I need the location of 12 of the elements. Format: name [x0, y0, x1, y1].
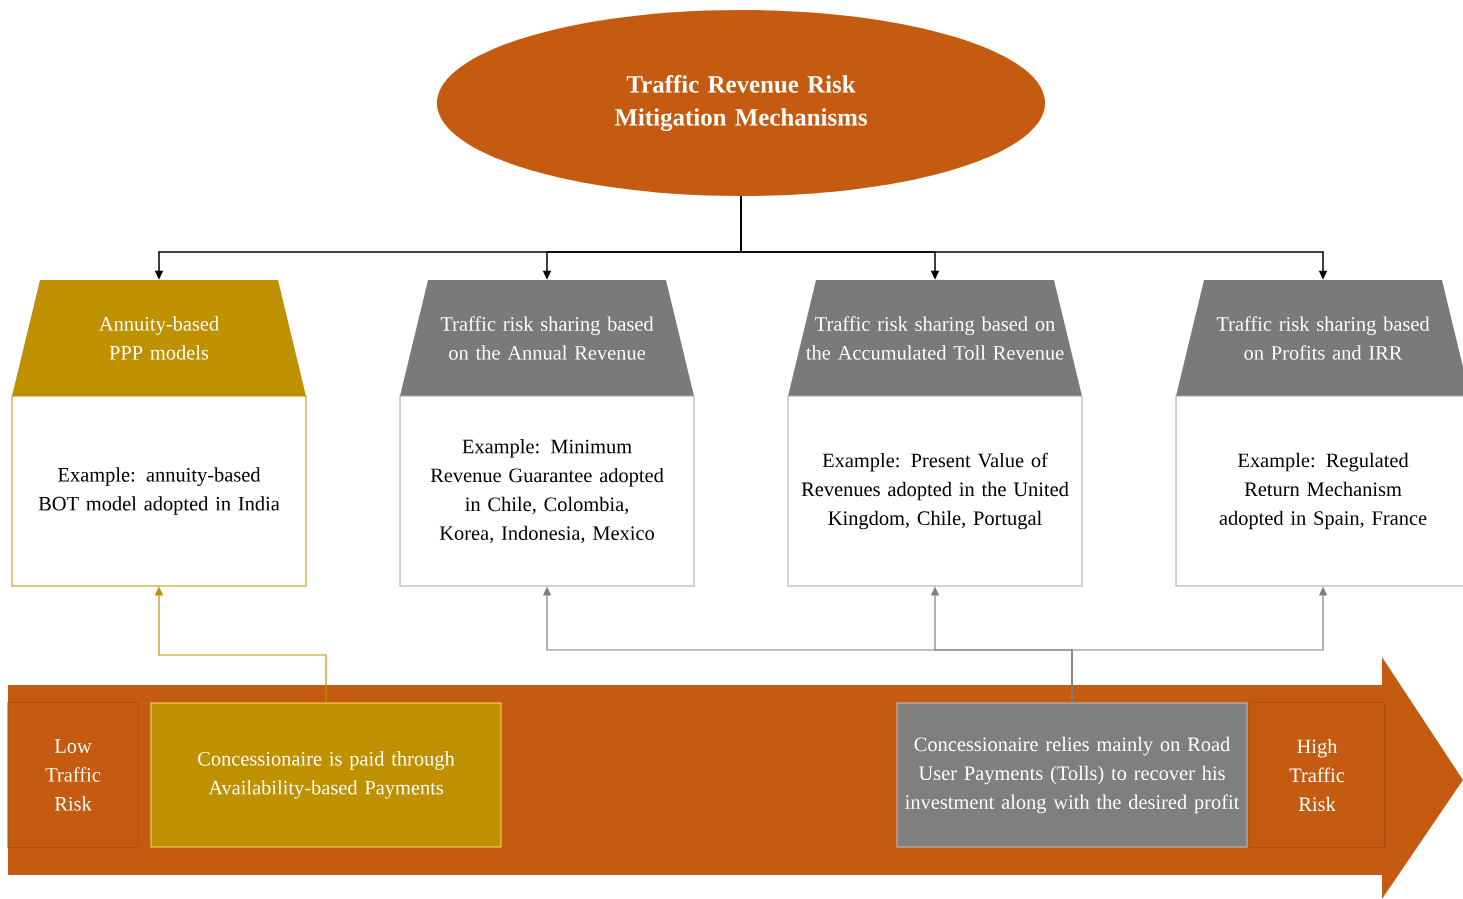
- example-box: Example: Regulated Return Mechanism adopted in Spain, France: [1175, 395, 1463, 587]
- example-box: Example: Present Value of Revenues adopted in the United Kingdom, Chile, Portugal: [787, 395, 1083, 587]
- payment-box: Concessionaire relies mainly on Road User Payments (Tolls) to recover his investment along with the desired profit: [896, 702, 1248, 848]
- header-trapezoid: Annuity-based PPP models: [12, 280, 306, 396]
- example-box: Example: Minimum Revenue Guarantee adopted in Chile, Colombia, Korea, Indonesia, Mexico: [399, 395, 695, 587]
- header-trapezoid: Traffic risk sharing based on Profits and IRR: [1176, 280, 1463, 396]
- payment-box: Concessionaire is paid through Availability-based Payments: [150, 702, 502, 848]
- risk-level-box: High Traffic Risk: [1249, 702, 1385, 848]
- example-box: Example: annuity-based BOT model adopted in India: [11, 395, 307, 587]
- header-trapezoid: Traffic risk sharing based on the Annual Revenue: [400, 280, 694, 396]
- header-trapezoid: Traffic risk sharing based on the Accumulated Toll Revenue: [788, 280, 1082, 396]
- risk-level-box: Low Traffic Risk: [7, 702, 139, 848]
